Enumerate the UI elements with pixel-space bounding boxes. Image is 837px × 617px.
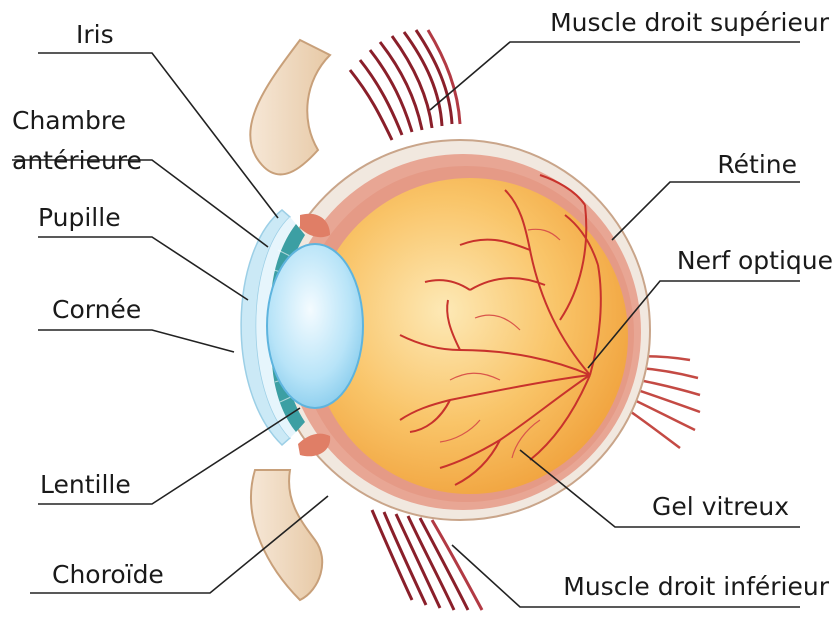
- label-chambre-anterieure-line1: Chambre: [12, 106, 126, 136]
- superior-rectus-muscle: [350, 30, 460, 140]
- label-gel-vitreux: Gel vitreux: [652, 492, 789, 522]
- label-choroide: Choroïde: [52, 560, 164, 590]
- leader-cornee: [38, 330, 234, 352]
- label-muscle-droit-superieur: Muscle droit supérieur: [550, 8, 829, 38]
- label-cornee: Cornée: [52, 295, 141, 325]
- lens: [267, 244, 363, 408]
- inferior-rectus-muscle: [372, 510, 482, 610]
- label-pupille: Pupille: [38, 203, 121, 233]
- leader-pupille: [38, 237, 248, 300]
- label-retine: Rétine: [717, 150, 797, 180]
- label-muscle-droit-inferieur: Muscle droit inférieur: [563, 572, 829, 602]
- leader-retine: [612, 182, 800, 240]
- leader-muscle-sup: [430, 42, 800, 110]
- label-nerf-optique: Nerf optique: [677, 246, 833, 276]
- upper-eyelid: [250, 40, 330, 174]
- lower-eyelid: [251, 470, 322, 600]
- label-lentille: Lentille: [40, 470, 131, 500]
- label-iris: Iris: [76, 20, 114, 50]
- label-chambre-anterieure-line2: antérieure: [12, 146, 142, 176]
